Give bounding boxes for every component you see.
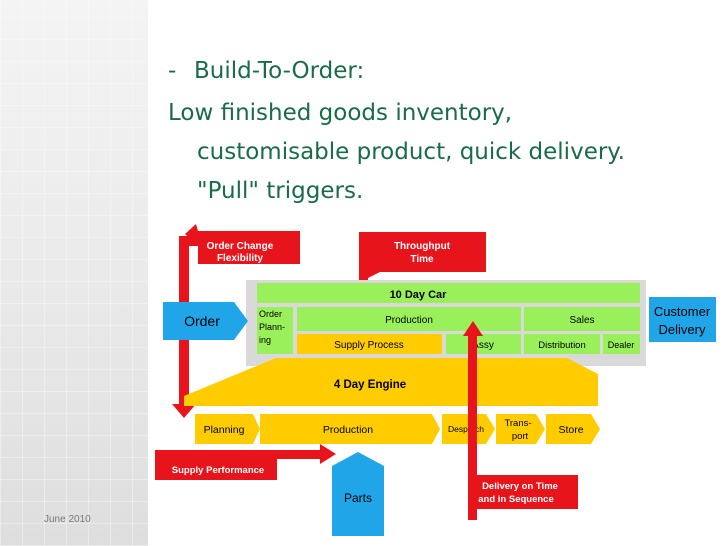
production-top-cell [297,307,521,331]
throughput-label-1: Throughput [394,241,451,252]
parts-label: Parts [344,491,372,505]
left-decorative-panel [0,0,148,546]
order-planning-label-2: Plann- [259,322,285,332]
body-line-1: Low finished goods inventory, [168,100,513,126]
build-to-order-diagram: Order Change Flexibility Throughput Time… [150,218,728,546]
store-label: Store [558,424,583,436]
supply-performance-callout: Supply Performance [155,444,336,480]
footer-date: June 2010 [44,514,91,525]
assy-label: Assy [472,340,494,351]
ten-day-car-label: 10 Day Car [390,289,448,301]
planning-step: Planning [195,414,260,444]
transport-label-1: Trans- [504,418,531,429]
dealer-label: Dealer [608,340,635,350]
supply-process-label: Supply Process [334,340,403,351]
store-step: Store [546,414,600,444]
sales-cell [524,307,640,331]
four-day-engine-label: 4 Day Engine [334,379,406,391]
order-change-label-1: Order Change [207,241,274,252]
transport-step: Trans- port [496,414,545,444]
transport-label-2: port [512,431,529,442]
order-change-callout: Order Change Flexibility [185,224,300,264]
supply-performance-label: Supply Performance [172,465,264,476]
delivery-on-time-arrow [463,321,483,520]
planning-label: Planning [204,424,245,436]
order-planning-label-3: ing [259,335,271,345]
distribution-label: Distribution [538,340,586,351]
parts-box: Parts [332,452,384,536]
order-planning-cell [257,307,293,354]
customer-delivery-box: Customer Delivery [649,297,716,342]
production-bottom-step: Production [260,414,440,444]
supply-process-cell [297,334,442,354]
ten-day-car-header [257,283,640,303]
bullet-marker: - [168,58,177,84]
sales-label: Sales [569,315,594,326]
order-change-label-2: Flexibility [217,253,264,264]
production-top-label: Production [385,315,433,326]
despatch-label: Despatch [448,424,484,434]
dealer-cell [603,334,640,354]
assy-cell [446,334,521,354]
delivery-on-time-label-1: Delivery on Time [482,481,558,492]
customer-delivery-label-1: Customer [654,304,711,319]
delivery-on-time-label-2: and in Sequence [478,494,554,505]
production-bottom-label: Production [323,424,373,436]
throughput-callout: Throughput Time [368,232,486,278]
order-chevron: Order [163,302,248,340]
bullet-heading: Build-To-Order: [194,58,365,84]
order-planning-label-1: Order [259,309,282,319]
body-line-2: customisable product, quick delivery. [197,139,625,165]
body-line-3: "Pull" triggers. [197,178,364,204]
four-day-engine-block: 4 Day Engine [184,358,598,406]
distribution-cell [524,334,600,354]
delivery-on-time-callout: Delivery on Time and in Sequence [468,475,578,509]
customer-delivery-label-2: Delivery [659,322,706,337]
throughput-label-2: Time [410,254,434,265]
order-label: Order [184,313,220,329]
